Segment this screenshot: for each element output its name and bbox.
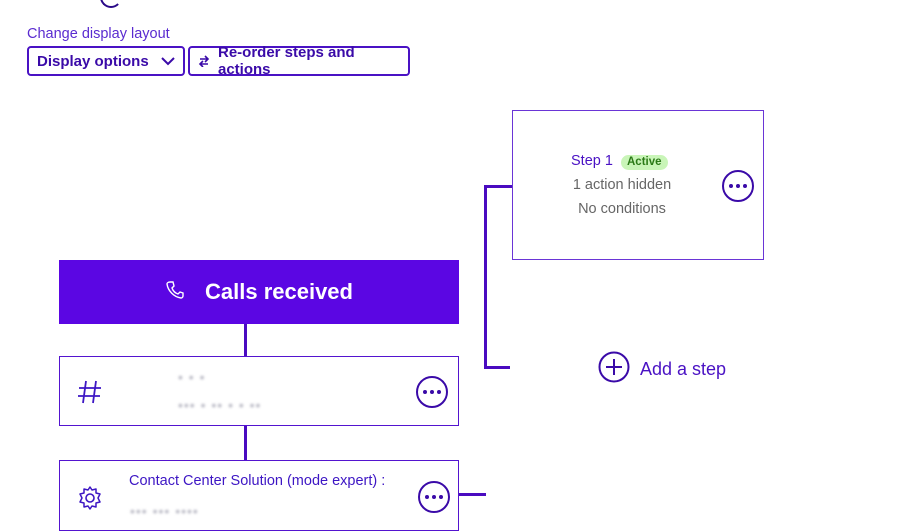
number-card[interactable]: • • • ••• • •• • • ••: [59, 356, 459, 426]
layout-label: Change display layout: [27, 26, 170, 42]
display-options-label: Display options: [37, 52, 149, 70]
ccs-card-more-button[interactable]: [418, 481, 450, 513]
step-more-button[interactable]: [722, 170, 754, 202]
display-options-button[interactable]: Display options: [27, 46, 185, 76]
dot: [729, 184, 733, 188]
trigger-title: Calls received: [205, 279, 353, 304]
step-actions-hidden: 1 action hidden: [572, 177, 672, 193]
step-title: Step 1: [571, 153, 613, 169]
ccs-branch-connector: [459, 493, 486, 496]
branch-connector: [484, 185, 487, 369]
number-card-line1: • • •: [178, 369, 206, 385]
card-connector: [244, 426, 247, 460]
branch-bottom-connector: [484, 366, 510, 369]
number-card-more-button[interactable]: [416, 376, 448, 408]
number-card-line2: ••• • •• • • ••: [178, 397, 262, 413]
ccs-card-title: Contact Center Solution (mode expert) :: [129, 473, 386, 489]
add-step-label: Add a step: [640, 359, 727, 379]
dot: [432, 495, 436, 499]
status-badge: Active: [621, 155, 668, 170]
gear-icon: [76, 484, 104, 517]
dot: [736, 184, 740, 188]
dot: [423, 390, 427, 394]
swap-arrows-icon: [198, 55, 210, 67]
dot: [430, 390, 434, 394]
calls-received-trigger[interactable]: Calls received: [59, 260, 459, 324]
hash-icon: [76, 378, 104, 411]
plus-circle-icon: [598, 351, 630, 388]
dot: [743, 184, 747, 188]
dot: [437, 390, 441, 394]
branch-top-connector: [484, 185, 512, 188]
phone-icon: [165, 280, 185, 305]
dot: [439, 495, 443, 499]
reorder-button[interactable]: Re-order steps and actions: [188, 44, 410, 78]
add-step-button[interactable]: Add a step: [598, 351, 726, 388]
trigger-connector: [244, 324, 247, 356]
ccs-card[interactable]: ••• ••• ••••: [59, 460, 459, 531]
reorder-label: Re-order steps and actions: [218, 44, 355, 78]
decorative-arc: [100, 0, 122, 8]
step-conditions: No conditions: [578, 201, 666, 217]
chevron-down-icon: [161, 56, 175, 66]
ccs-card-subtitle: ••• ••• ••••: [130, 503, 199, 519]
dot: [425, 495, 429, 499]
